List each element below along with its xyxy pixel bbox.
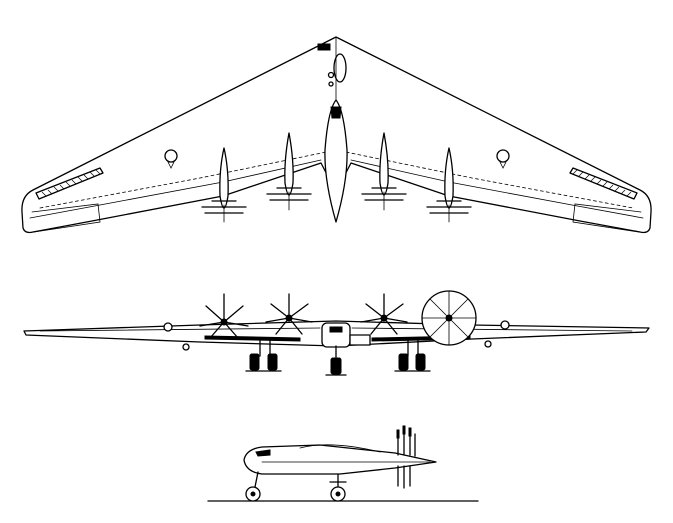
front-wing-midline	[39, 327, 633, 332]
front-right-main-gear	[394, 339, 431, 372]
top-view	[21, 36, 652, 234]
front-bomb-bay	[349, 334, 371, 346]
side-view	[207, 425, 479, 502]
front-left-main-gear	[245, 339, 282, 372]
side-fuselage	[243, 444, 437, 475]
front-underwing-left	[182, 343, 190, 351]
nose-detail-small	[328, 81, 334, 87]
right-wing-light-icon	[496, 149, 510, 169]
engine-nacelle-1	[201, 147, 247, 223]
propeller-1	[199, 293, 249, 339]
side-main-gear	[329, 473, 347, 502]
propeller-4-disc	[421, 290, 477, 346]
front-wing-light-left	[163, 322, 173, 332]
trailing-edge-line	[29, 159, 644, 219]
nose-detail	[327, 71, 335, 79]
side-wing-root	[299, 444, 381, 453]
engine-nacelle-2	[266, 132, 312, 211]
right-wing-slot	[569, 167, 638, 200]
left-wing-light-icon	[164, 149, 178, 169]
left-wing-stripe	[204, 335, 301, 342]
front-view	[23, 290, 650, 376]
front-cockpit	[329, 326, 343, 333]
engine-nacelle-3	[361, 132, 407, 211]
central-nacelle	[324, 99, 348, 223]
cockpit-glazing	[330, 106, 342, 119]
propeller-3	[360, 293, 408, 335]
front-underwing-right	[484, 340, 492, 348]
left-wing-slot	[35, 167, 104, 200]
side-cockpit	[255, 449, 271, 457]
right-elevon	[572, 203, 642, 233]
front-nose-gear	[325, 345, 347, 376]
propeller-2	[265, 293, 313, 335]
nose-blister	[333, 53, 347, 83]
side-propellers	[396, 425, 416, 489]
side-nose-gear	[245, 471, 261, 502]
nose-antenna	[317, 43, 331, 51]
left-elevon	[31, 203, 101, 233]
engine-nacelle-4	[426, 147, 472, 223]
front-wing-light-right	[500, 320, 510, 330]
